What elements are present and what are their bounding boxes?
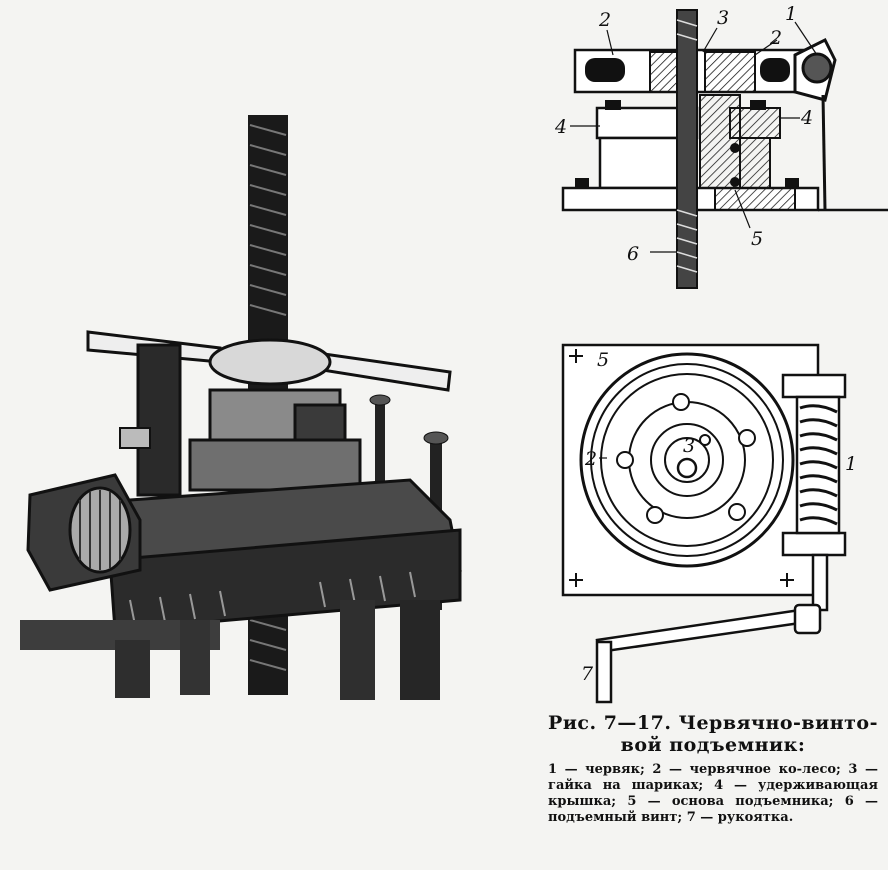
label-3-top: 3 — [717, 7, 729, 29]
label-2-right: 2 — [769, 27, 782, 49]
label-2-bottom: 2 — [584, 448, 597, 470]
legend-item-7: 7 — рукоятка. — [686, 810, 794, 825]
legend-item-4: 4 — удерживающая крышка; — [548, 778, 878, 809]
legend-item-1: 1 — червяк; — [548, 762, 645, 777]
label-6: 6 — [627, 243, 639, 265]
lifting-screw-section — [676, 9, 698, 289]
label-2-left: 2 — [598, 9, 611, 31]
label-7: 7 — [581, 663, 594, 685]
figure-caption: Рис. 7—17. Червячно-винто- вой подъемник… — [548, 712, 878, 826]
plan-view-diagram: 5 3 2 1 7 — [561, 343, 857, 704]
caption-title-line-2: вой подъемник: — [620, 734, 806, 756]
label-5-top: 5 — [751, 228, 763, 250]
legend-item-3: 3 — гайка на шариках; — [548, 762, 879, 793]
worm-gear-image — [26, 473, 142, 592]
label-4-left: 4 — [555, 116, 567, 138]
label-1-bottom: 1 — [845, 453, 857, 475]
label-4-right: 4 — [800, 107, 813, 129]
caption-legend: 1 — червяк; 2 — червячное ко-лесо; 3 — г… — [548, 762, 878, 826]
worm-section-image — [793, 37, 837, 211]
label-1-top: 1 — [785, 3, 797, 25]
lifter-photo-illustration — [20, 115, 462, 700]
caption-title-line-1: Рис. 7—17. Червячно-винто- — [548, 712, 878, 734]
section-diagram: 2 3 1 2 4 4 5 6 — [555, 3, 888, 289]
label-3-bottom: 3 — [683, 435, 695, 457]
worm-plan — [781, 373, 847, 612]
label-5-bottom: 5 — [597, 349, 609, 371]
legend-item-6: 6 — подъемный винт; — [548, 794, 878, 825]
housing-image — [188, 388, 362, 492]
legend-item-5: 5 — основа подъемника; — [627, 794, 834, 809]
worm-wheel-plan — [579, 352, 795, 568]
crank-handle-plan — [595, 603, 822, 704]
legend-item-2: 2 — червячное ко-лесо; — [652, 762, 841, 777]
